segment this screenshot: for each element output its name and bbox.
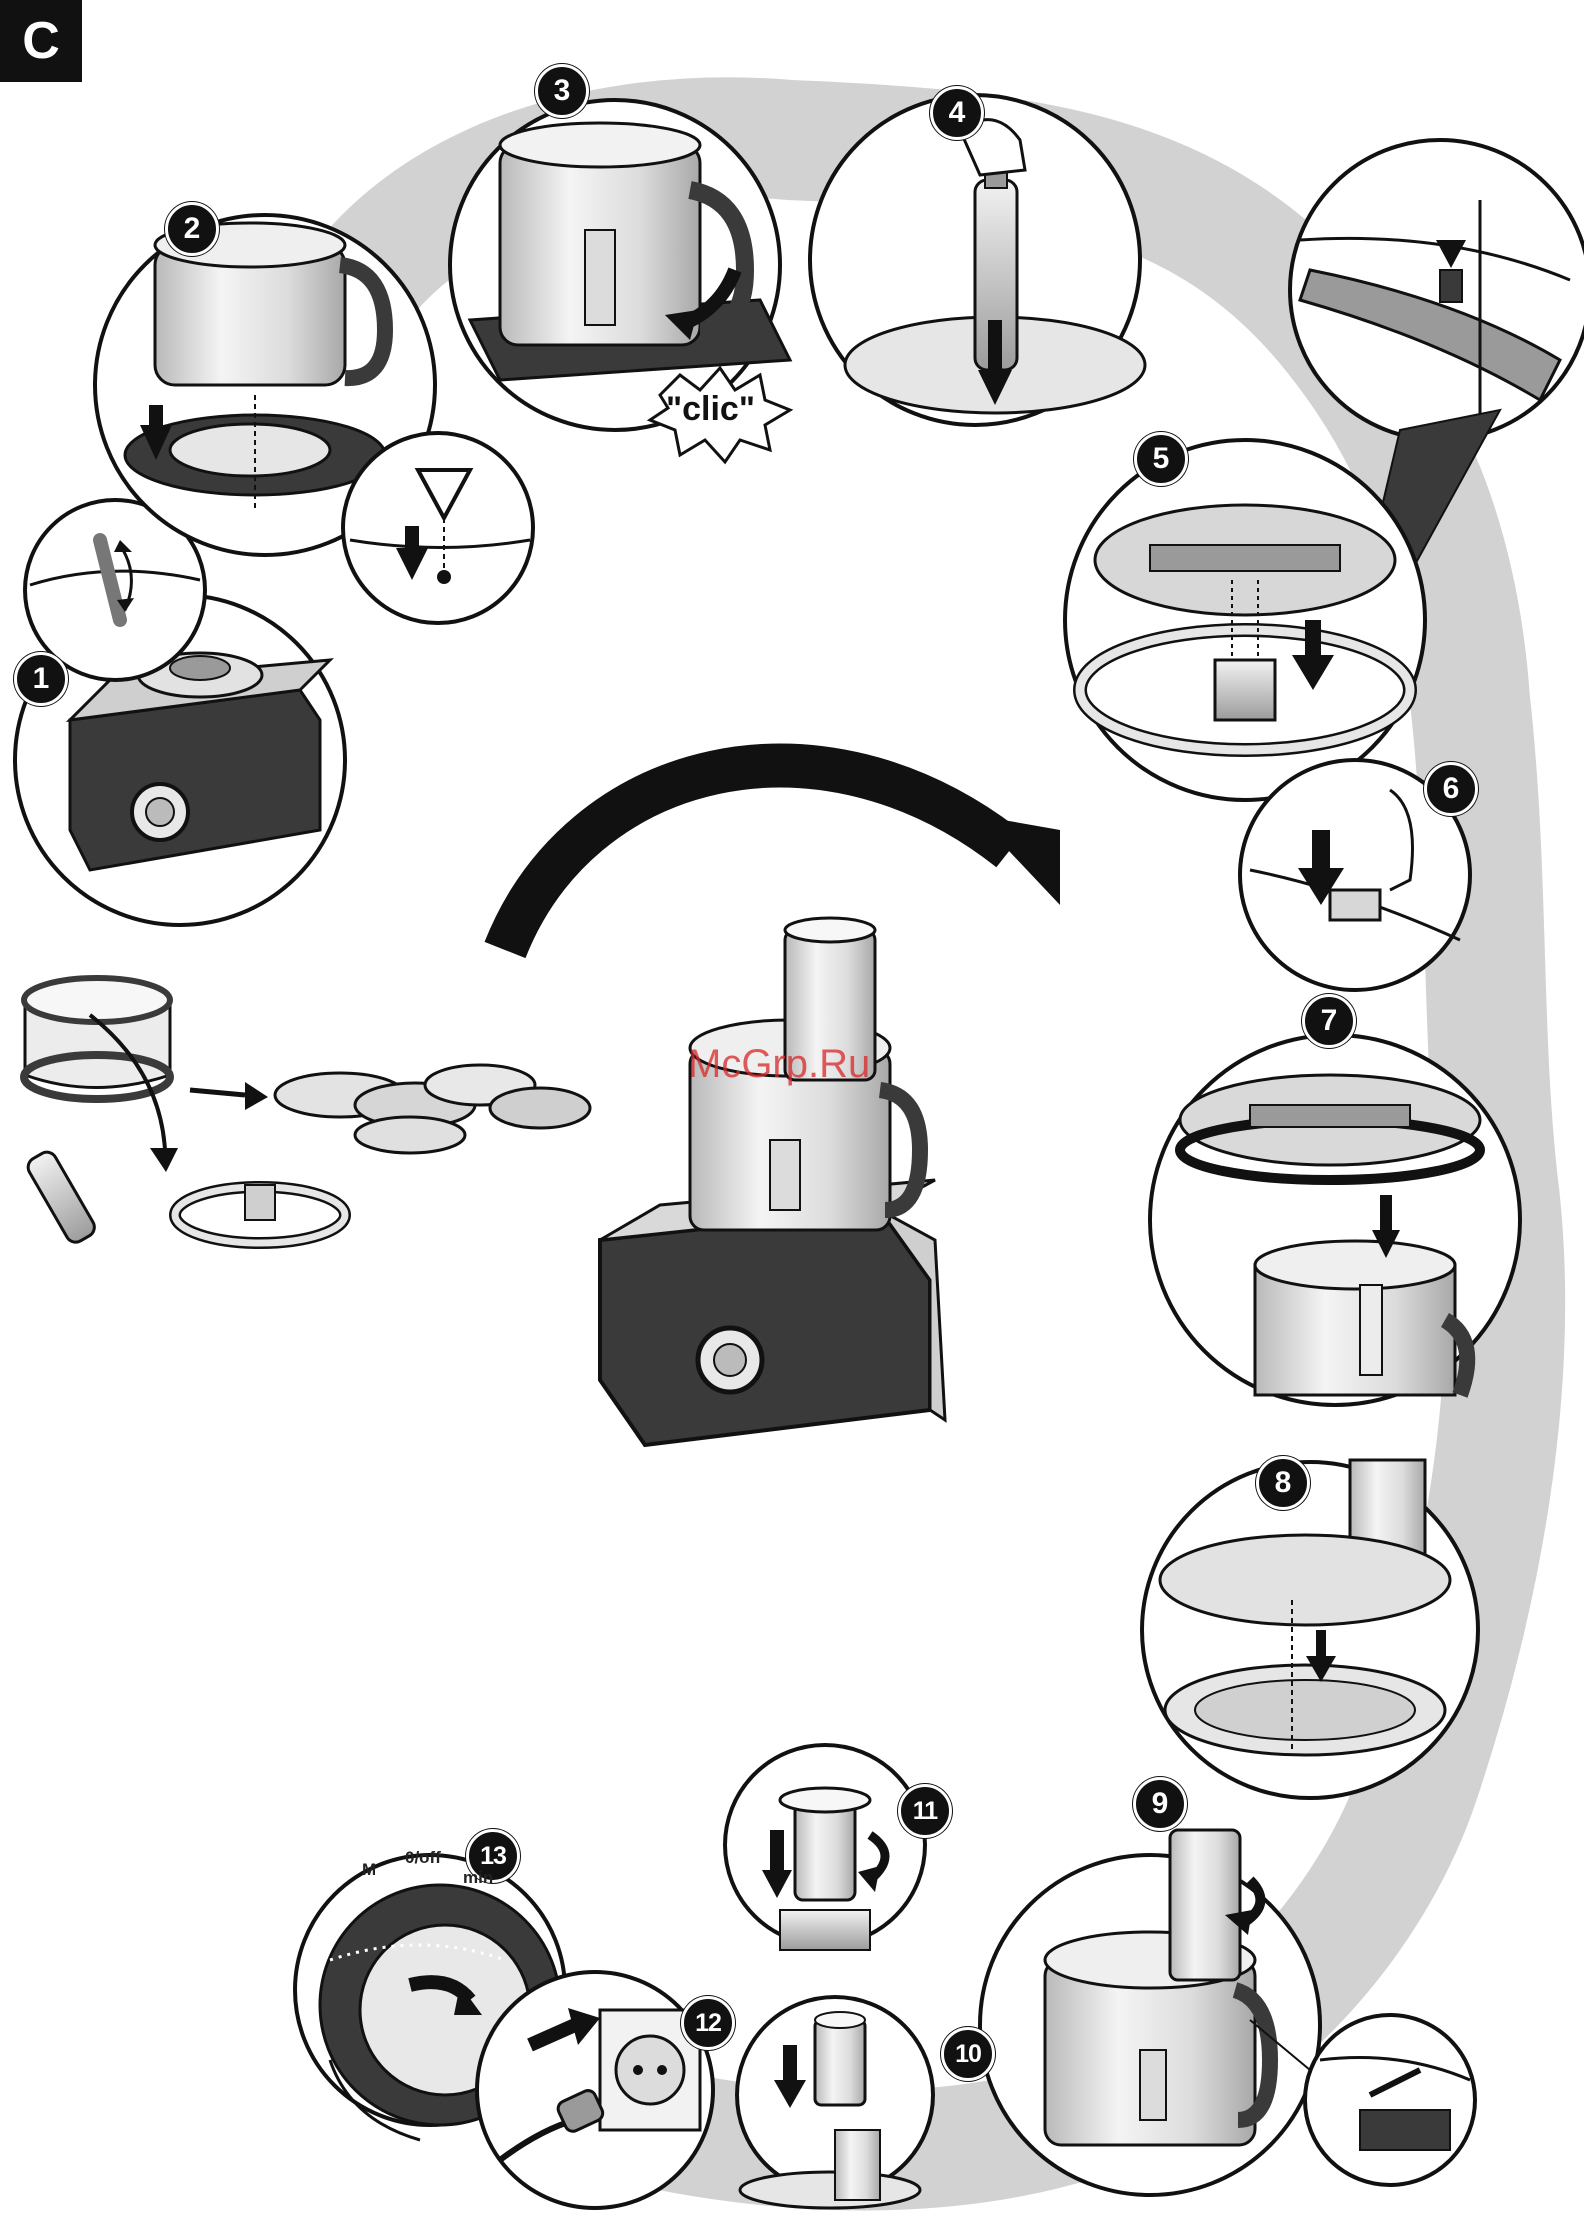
center-curved-arrow	[505, 766, 1010, 950]
step-9-panel	[980, 1830, 1320, 2195]
step-badge-10: 10	[941, 2027, 995, 2081]
step-8-panel	[1142, 1460, 1478, 1798]
step-badge-5: 5	[1134, 432, 1188, 486]
step-4-panel	[810, 95, 1145, 425]
step-badge-11: 11	[898, 1784, 952, 1838]
step-badge-6: 6	[1424, 762, 1478, 816]
step-12-panel	[477, 1972, 713, 2208]
step-11-panel	[725, 1745, 925, 1950]
section-label: C	[0, 0, 82, 82]
step-badge-2: 2	[165, 202, 219, 256]
step-9-inset	[1305, 2015, 1475, 2185]
step-2-inset	[343, 433, 533, 623]
watermark-text: McGrp.Ru	[688, 1042, 870, 1087]
step-7-panel	[1150, 1035, 1520, 1405]
dial-label-min: min	[463, 1868, 493, 1888]
step-badge-12: 12	[681, 1996, 735, 2050]
assembled-food-processor	[600, 918, 945, 1445]
step-5-panel	[1065, 440, 1425, 800]
clic-label: "clic"	[666, 390, 755, 429]
step-badge-7: 7	[1302, 994, 1356, 1048]
step-badge-4: 4	[930, 86, 984, 140]
step-badge-8: 8	[1256, 1456, 1310, 1510]
accessories-group	[24, 978, 590, 1246]
step-5-inset	[1290, 140, 1584, 440]
step-badge-3: 3	[535, 64, 589, 118]
dial-label-m: M	[362, 1860, 376, 1880]
step-badge-1: 1	[14, 652, 68, 706]
step-badge-9: 9	[1133, 1777, 1187, 1831]
dial-label-off: 0/off	[405, 1848, 441, 1868]
